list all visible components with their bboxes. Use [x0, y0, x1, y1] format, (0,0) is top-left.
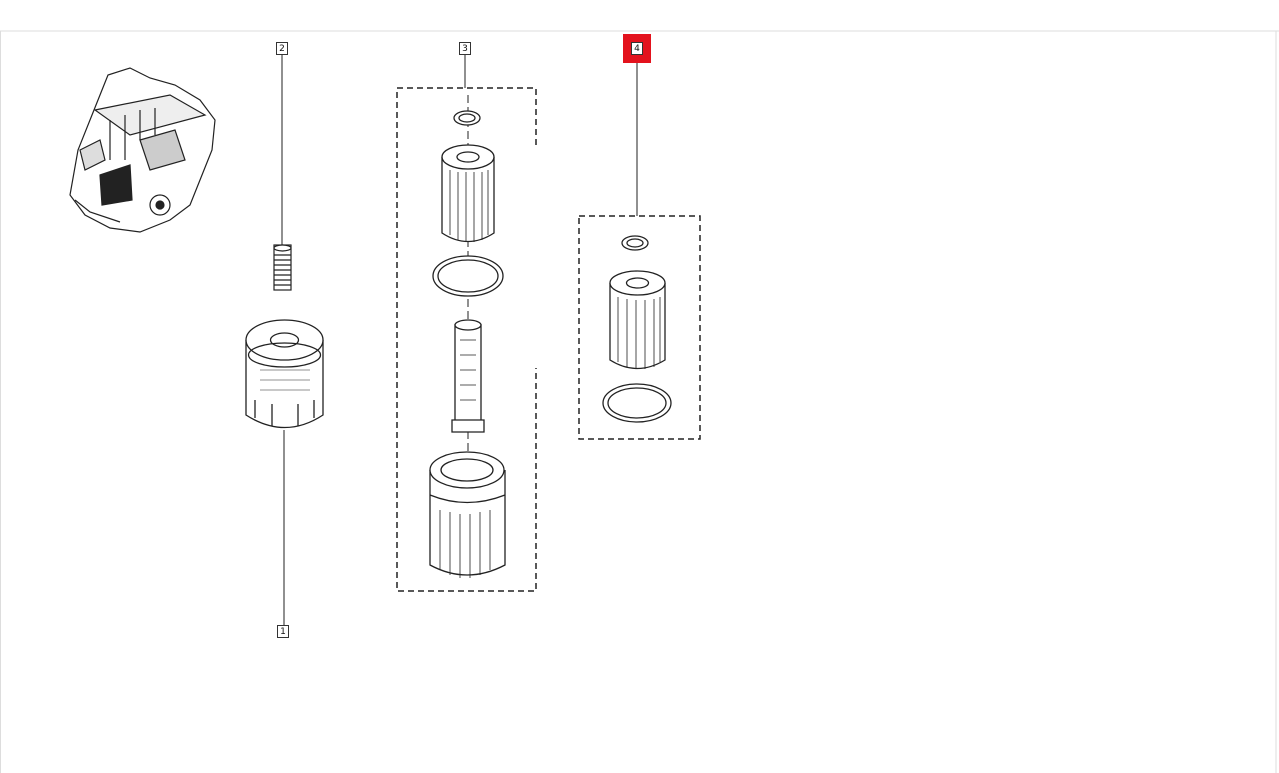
callout-1[interactable]: 1: [277, 625, 289, 638]
spin-on-oil-filter-part: [245, 319, 324, 429]
kit-4-dashed-frame: [578, 215, 701, 440]
kit-3-parts: [429, 110, 506, 578]
threaded-stud-part: [273, 244, 292, 291]
callout-2[interactable]: 2: [276, 42, 288, 55]
callout-4-selected[interactable]: 4: [623, 34, 651, 63]
callout-3[interactable]: 3: [459, 42, 471, 55]
kit-4-parts: [602, 235, 672, 423]
engine-thumbnail: [69, 67, 216, 233]
kit-3-dashed-frame: [396, 87, 537, 592]
